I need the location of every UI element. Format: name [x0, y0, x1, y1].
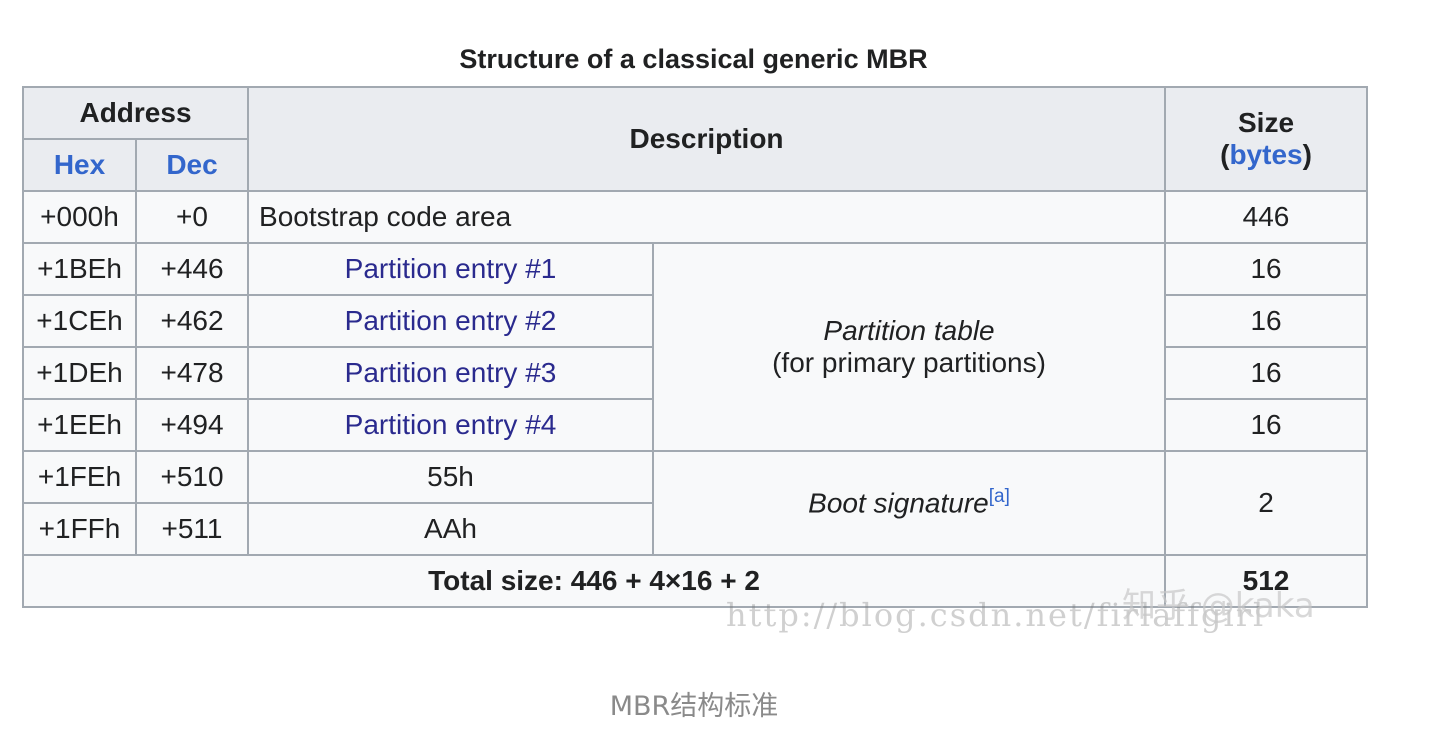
hex-cell: +1DEh — [22, 346, 137, 400]
mbr-structure-table: Address Description Size (bytes) Hex Dec… — [21, 86, 1369, 608]
size-cell: 16 — [1164, 242, 1369, 296]
size-header-close-paren: ) — [1302, 139, 1312, 170]
dec-header-link[interactable]: Dec — [134, 138, 250, 192]
hex-cell: +1FEh — [22, 450, 137, 504]
size-cell: 446 — [1164, 190, 1369, 244]
table-row: +000h +0 Bootstrap code area 446 — [22, 190, 1369, 244]
dec-cell: +494 — [134, 398, 250, 452]
hex-cell: +1FFh — [22, 502, 137, 556]
bytes-link[interactable]: bytes — [1229, 139, 1303, 170]
total-size-label: Total size: 446 + 4×16 + 2 — [21, 554, 1167, 608]
table-row: +1FFh +511 AAh — [22, 502, 1367, 556]
dec-cell: +462 — [134, 294, 250, 348]
partition-entry-link[interactable]: Partition entry #3 — [247, 346, 655, 400]
partition-entry-link[interactable]: Partition entry #4 — [247, 398, 655, 452]
size-cell: 16 — [1164, 294, 1369, 348]
partition-table-cell: Partition table (for primary partitions) — [652, 242, 1167, 452]
hex-cell: +000h — [22, 190, 137, 244]
table-title: Structure of a classical generic MBR — [459, 44, 928, 74]
hex-cell: +1EEh — [22, 398, 137, 452]
hex-cell: +1CEh — [22, 294, 137, 348]
dec-cell: +510 — [134, 450, 250, 504]
table-row: +1FEh +510 55h Boot signature[a] 2 — [22, 450, 1369, 556]
size-header: Size (bytes) — [1164, 86, 1369, 192]
partition-table-sublabel: (for primary partitions) — [772, 347, 1046, 378]
figure-caption: MBR结构标准 — [609, 691, 779, 722]
dec-cell: +478 — [134, 346, 250, 400]
size-header-label: Size — [1238, 107, 1295, 138]
dec-cell: +511 — [134, 502, 250, 556]
hex-cell: +1BEh — [22, 242, 137, 296]
total-row: Total size: 446 + 4×16 + 2 512 — [21, 554, 1369, 608]
hex-header-link[interactable]: Hex — [22, 138, 137, 192]
description-header: Description — [247, 86, 1167, 192]
partition-entry-link[interactable]: Partition entry #2 — [247, 294, 655, 348]
dec-cell: +0 — [134, 190, 250, 244]
partition-entry-link[interactable]: Partition entry #1 — [247, 242, 655, 296]
dec-cell: +446 — [134, 242, 250, 296]
total-size-value: 512 — [1164, 554, 1369, 608]
header-row-1: Address Description Size (bytes) — [21, 86, 1369, 192]
description-cell: Bootstrap code area — [247, 190, 1167, 244]
signature-byte-cell: AAh — [247, 502, 655, 556]
address-header: Address — [21, 86, 250, 140]
header-row-2: Hex Dec — [22, 138, 1367, 192]
table-row: +1DEh +478 Partition entry #3 16 — [22, 346, 1369, 400]
table-row: +1EEh +494 Partition entry #4 16 — [22, 398, 1369, 452]
table-row: +1CEh +462 Partition entry #2 16 — [22, 294, 1369, 348]
size-cell: 2 — [1164, 450, 1369, 556]
signature-byte-cell: 55h — [247, 450, 655, 504]
size-header-open-paren: ( — [1220, 139, 1230, 170]
partition-table-label: Partition table — [823, 315, 995, 346]
boot-signature-cell: Boot signature[a] — [652, 450, 1167, 556]
footnote-link[interactable]: [a] — [988, 486, 1010, 508]
size-cell: 16 — [1164, 346, 1369, 400]
table-row: +1BEh +446 Partition entry #1 Partition … — [22, 242, 1369, 452]
size-cell: 16 — [1164, 398, 1369, 452]
boot-signature-label: Boot signature — [808, 487, 989, 519]
